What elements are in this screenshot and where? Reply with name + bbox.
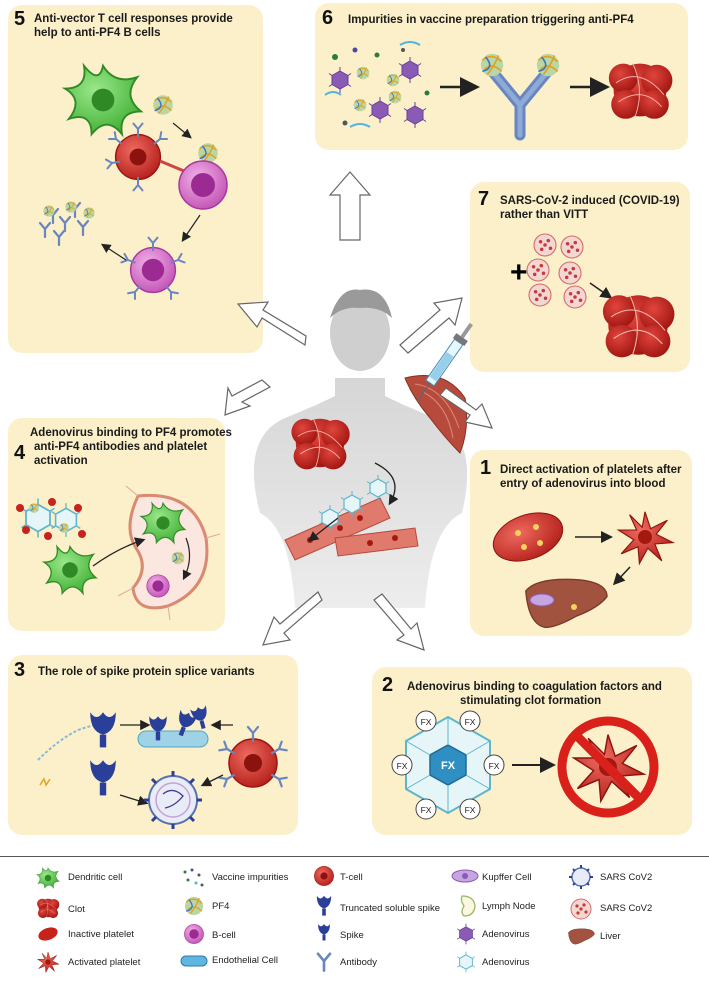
sars-cov2-icon bbox=[569, 865, 593, 889]
vaccine-impurities-icon bbox=[183, 868, 204, 887]
arrow-right bbox=[439, 387, 493, 429]
legend-label: Clot bbox=[68, 904, 85, 915]
panel-3-title: The role of spike protein splice variant… bbox=[38, 666, 255, 678]
fx-label: FX bbox=[465, 717, 476, 727]
legend-label: Dendritic cell bbox=[68, 872, 123, 883]
syringe-icon bbox=[416, 322, 473, 402]
spike-icon bbox=[318, 924, 330, 941]
panel-4-title-line2: anti-PF4 antibodies and platelet bbox=[34, 441, 208, 453]
panel-5-number: 5 bbox=[14, 8, 26, 30]
arrow-left bbox=[224, 379, 272, 416]
dendritic-cell-icon bbox=[36, 867, 60, 889]
panel-2-illustration: FX FX FX FX FX FX FX bbox=[391, 710, 659, 820]
adenovirus-icon bbox=[456, 923, 476, 945]
panel-7-illustration bbox=[526, 233, 675, 358]
vaccine-impurities-cluster bbox=[324, 41, 430, 129]
legend-label: Activated platelet bbox=[68, 957, 141, 968]
adenovirus-pf4-complex bbox=[16, 497, 86, 540]
panel-2-title-line1: Adenovirus binding to coagulation factor… bbox=[407, 681, 662, 693]
fx-label: FX bbox=[421, 805, 432, 815]
legend-label: Endothelial Cell bbox=[212, 955, 279, 966]
sars-cov2-red-icon bbox=[570, 898, 592, 920]
legend-label: Kupffer Cell bbox=[482, 872, 532, 883]
panel-6-title: Impurities in vaccine preparation trigge… bbox=[348, 14, 634, 26]
panel-4-title-line1: Adenovirus binding to PF4 promotes bbox=[30, 427, 232, 439]
legend-label: SARS CoV2 bbox=[600, 903, 653, 914]
sars-cov2-icon bbox=[144, 771, 202, 829]
arrow-up-right bbox=[399, 297, 463, 354]
adenovirus-fx-complex: FX FX FX FX FX FX FX bbox=[391, 710, 505, 820]
panel-7-title-line2: rather than VITT bbox=[500, 209, 589, 221]
clot-icon bbox=[36, 898, 60, 919]
pf4-icon bbox=[184, 896, 204, 916]
kupffer-cell-icon bbox=[451, 869, 479, 883]
panel-1-illustration bbox=[492, 511, 674, 629]
adenovirus-outline-icon bbox=[456, 951, 476, 973]
inactive-platelet-icon bbox=[38, 927, 58, 941]
legend-label: Lymph Node bbox=[482, 901, 536, 912]
fx-label: FX bbox=[465, 805, 476, 815]
legend-label: Truncated soluble spike bbox=[340, 903, 440, 914]
antibody-large-icon bbox=[479, 52, 561, 141]
endothelial-cell-icon bbox=[137, 705, 212, 748]
lymph-node-icon bbox=[460, 895, 476, 917]
panel-5-title-line2: help to anti-PF4 B cells bbox=[34, 27, 161, 39]
b-cell-icon bbox=[184, 924, 204, 944]
plus-sign: + bbox=[510, 256, 528, 289]
panel-5-illustration bbox=[38, 64, 228, 301]
panel-1-number: 1 bbox=[480, 457, 492, 479]
legend-label: Inactive platelet bbox=[68, 929, 135, 940]
panel-3-illustration bbox=[37, 705, 288, 829]
panel-7-number: 7 bbox=[478, 188, 490, 210]
panel-5-title-line1: Anti-vector T cell responses provide bbox=[34, 13, 233, 25]
panel-4-illustration bbox=[16, 485, 221, 621]
legend-label: Adenovirus bbox=[482, 929, 530, 940]
panel-6-number: 6 bbox=[322, 7, 334, 29]
panel-4-number: 4 bbox=[14, 442, 26, 464]
legend-label: Spike bbox=[340, 930, 364, 941]
fx-label: FX bbox=[397, 761, 408, 771]
endothelial-cell-icon bbox=[180, 955, 208, 967]
legend-label: B-cell bbox=[212, 930, 236, 941]
fx-label: FX bbox=[489, 761, 500, 771]
liver-icon bbox=[568, 928, 595, 945]
truncated-soluble-spike-icon bbox=[316, 895, 332, 916]
legend-label: SARS CoV2 bbox=[600, 872, 653, 883]
arrow-down-left bbox=[262, 591, 323, 646]
legend-label: T-cell bbox=[340, 872, 363, 883]
kupffer-cell-icon bbox=[529, 593, 555, 607]
inactive-platelet-icon bbox=[492, 512, 564, 562]
legend-label: Liver bbox=[600, 931, 621, 942]
fx-label: FX bbox=[441, 760, 456, 772]
panel-3-number: 3 bbox=[14, 659, 26, 681]
panel-6-illustration bbox=[324, 41, 673, 141]
legend-label: Vaccine impurities bbox=[212, 872, 289, 883]
legend-label: Antibody bbox=[340, 957, 377, 968]
panel-2-title-line2: stimulating clot formation bbox=[460, 695, 602, 707]
arrow-up-left bbox=[236, 301, 307, 347]
arrow-up bbox=[328, 171, 372, 241]
pathway-arrows bbox=[224, 171, 493, 651]
t-cell-icon bbox=[314, 866, 334, 886]
antibody-icon bbox=[316, 952, 332, 972]
panel-1-title-line1: Direct activation of platelets after bbox=[500, 464, 682, 476]
prohibited-clot-icon bbox=[557, 716, 659, 818]
panel-7-title-line1: SARS-CoV-2 induced (COVID-19) bbox=[500, 195, 680, 207]
legend-label: PF4 bbox=[212, 901, 230, 912]
arrow-down-right bbox=[373, 593, 425, 651]
legend-label: Adenovirus bbox=[482, 957, 530, 968]
panel-1-title-line2: entry of adenovirus into blood bbox=[500, 478, 666, 490]
panel-4-title-line3: activation bbox=[34, 455, 88, 467]
fx-label: FX bbox=[421, 717, 432, 727]
legend-divider bbox=[0, 856, 709, 857]
activated-platelet-icon bbox=[37, 951, 60, 973]
panel-2-number: 2 bbox=[382, 674, 394, 696]
